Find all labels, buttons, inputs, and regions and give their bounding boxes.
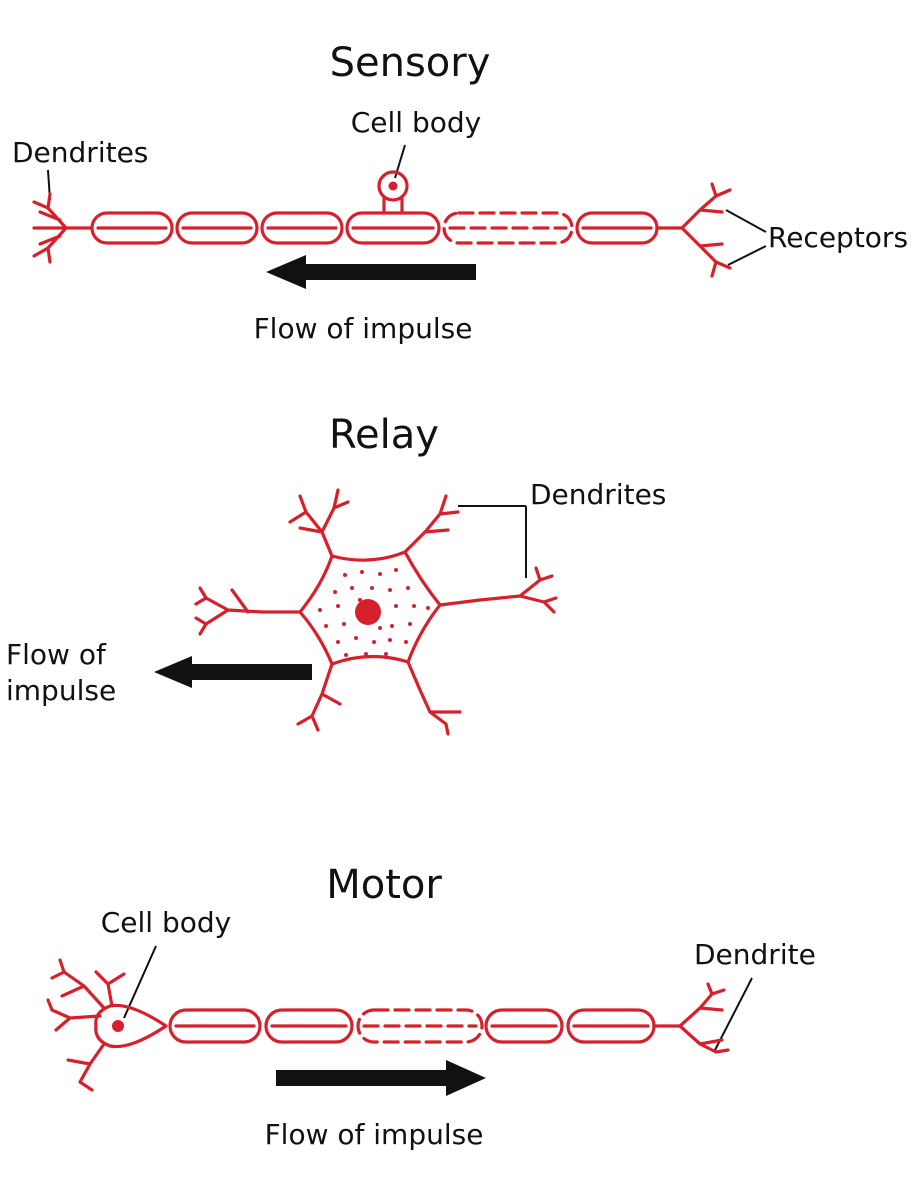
motor-myelin-segment-dashed xyxy=(356,1008,484,1044)
relay-dendrite-upper-left xyxy=(288,488,350,558)
relay-dendrite-upper-right xyxy=(403,494,460,554)
sensory-myelin-segment xyxy=(345,211,441,245)
motor-cell-body xyxy=(94,1003,168,1049)
motor-title: Motor xyxy=(326,862,442,908)
sensory-receptors-leader-top xyxy=(725,209,767,233)
sensory-flow-arrow xyxy=(266,255,476,289)
sensory-cell-stalk xyxy=(382,196,404,215)
relay-dendrites-label: Dendrites xyxy=(530,478,666,511)
relay-neuron-section: Relay Dendrites Flow of impulse xyxy=(6,412,666,736)
relay-dendrite-lower-left xyxy=(296,662,342,732)
motor-myelin-segment xyxy=(484,1008,564,1044)
sensory-receptors-label: Receptors xyxy=(768,221,908,254)
motor-flow-arrow xyxy=(276,1060,486,1096)
relay-cytoplasm-dots xyxy=(318,568,430,657)
motor-myelin-segment xyxy=(264,1008,354,1044)
sensory-cell-body-label: Cell body xyxy=(351,106,481,139)
sensory-myelin-segment xyxy=(260,211,344,245)
motor-cell-body-label: Cell body xyxy=(101,906,231,939)
sensory-nucleus xyxy=(388,181,398,191)
relay-dendrite-lower-right xyxy=(406,660,462,736)
sensory-myelin-segment-dashed xyxy=(442,211,574,245)
relay-neuron-drawing xyxy=(194,488,558,736)
sensory-title: Sensory xyxy=(330,40,491,86)
relay-nucleus xyxy=(355,599,381,625)
sensory-neuron-drawing xyxy=(32,170,732,278)
sensory-dendrites-label: Dendrites xyxy=(12,136,148,169)
motor-myelin-segment xyxy=(168,1008,262,1044)
sensory-cell-body xyxy=(377,170,409,202)
motor-neuron-drawing xyxy=(46,958,730,1092)
motor-flow-label: Flow of impulse xyxy=(265,1118,484,1151)
motor-dendrites xyxy=(46,958,126,1092)
relay-flow-arrow xyxy=(154,656,312,688)
relay-flow-label-line2: impulse xyxy=(6,674,116,707)
motor-neuron-section: Motor Cell body Dendrite Flo xyxy=(46,862,816,1151)
sensory-receptors xyxy=(655,182,732,278)
sensory-myelin-segment xyxy=(175,211,259,245)
relay-flow-label-line1: Flow of xyxy=(6,638,107,671)
sensory-receptors-leader-bottom xyxy=(727,245,767,266)
motor-dendrite-label: Dendrite xyxy=(694,938,816,971)
relay-dendrite-right xyxy=(438,566,558,614)
relay-dendrite-left xyxy=(194,586,302,636)
relay-title: Relay xyxy=(329,412,439,458)
sensory-dendrites xyxy=(32,192,94,264)
motor-nucleus xyxy=(112,1020,124,1032)
sensory-myelin-segment xyxy=(90,211,174,245)
motor-terminal-dendrite xyxy=(652,982,730,1054)
sensory-neuron-section: Sensory Cell body Dendrites Receptors xyxy=(12,40,908,345)
sensory-flow-label: Flow of impulse xyxy=(254,312,473,345)
